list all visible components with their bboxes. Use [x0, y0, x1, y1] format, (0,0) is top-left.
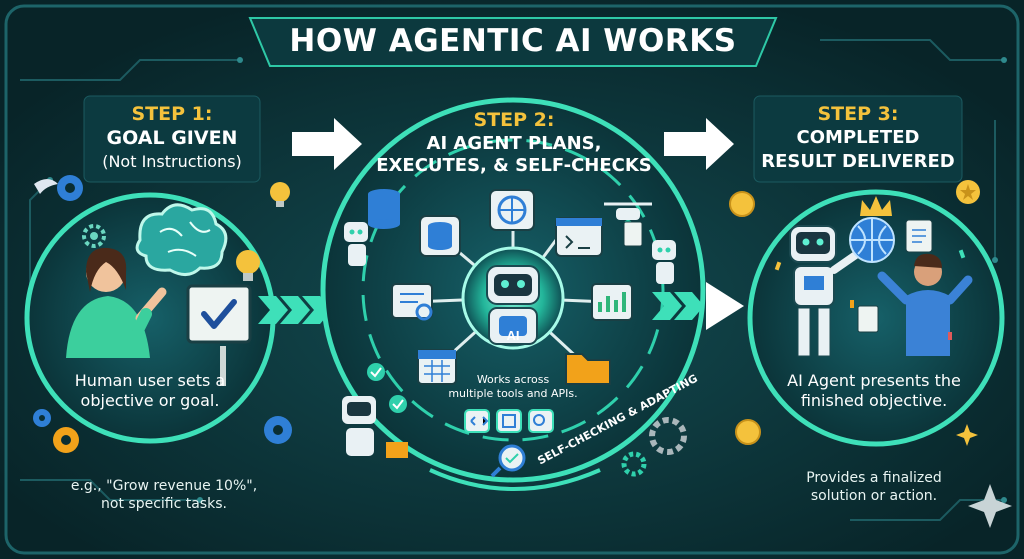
loop-arc-bottom	[429, 468, 601, 491]
step2-title-line1: AI AGENT PLANS,	[426, 133, 602, 154]
globe-icon	[849, 217, 895, 263]
step3-title-line2: RESULT DELIVERED	[761, 151, 955, 172]
person-celebrating-icon	[877, 253, 973, 356]
step1-caption-line1: Human user sets a	[74, 371, 226, 390]
document-icon	[857, 219, 933, 333]
circuit-traces	[20, 39, 1004, 521]
step3-heading: STEP 3:	[817, 103, 899, 125]
crown-icon	[860, 196, 892, 216]
chevrons-left	[258, 296, 332, 324]
step3-note-line1: Provides a finalized	[806, 470, 942, 486]
step1-subtitle: (Not Instructions)	[102, 152, 242, 171]
step1-caption-line2: objective or goal.	[80, 391, 220, 410]
brain-icon	[135, 203, 228, 276]
sparkle-icon	[968, 484, 1012, 528]
step3-caption-line1: AI Agent presents the	[787, 371, 961, 390]
mid-arrow-2	[706, 282, 744, 330]
confetti	[774, 249, 966, 340]
tool-badges	[464, 409, 554, 433]
page-title: HOW AGENTIC AI WORKS	[289, 23, 737, 59]
title-banner	[248, 17, 778, 67]
robot-icon	[342, 396, 408, 458]
step3-note-line2: solution or action.	[810, 488, 938, 504]
gear-icon	[33, 409, 292, 453]
center-robot-label: AI	[506, 328, 520, 343]
sparkle-icon	[956, 424, 978, 446]
robot-icon	[789, 225, 864, 357]
top-arrow-2	[664, 118, 734, 170]
step1-note-line1: e.g., "Grow revenue 10%",	[70, 478, 258, 494]
step1-label-box	[83, 95, 261, 183]
outer-frame	[4, 4, 1020, 555]
checkmark-sign-icon	[186, 284, 252, 386]
step3-label-box	[753, 95, 963, 183]
code-icon	[555, 217, 603, 257]
robot-icon	[652, 240, 676, 284]
gear-icon	[621, 417, 687, 477]
magnifier-icon	[490, 444, 526, 478]
step1-title: GOAL GIVEN	[106, 127, 238, 149]
robot-icon	[486, 265, 540, 345]
globe-icon	[489, 189, 535, 231]
star-icon	[956, 180, 980, 204]
tools-text-line1: Works across	[476, 373, 550, 386]
top-arrow-1	[292, 118, 362, 170]
chevrons-right	[652, 292, 704, 320]
step1-note-line2: not specific tasks.	[101, 496, 227, 512]
tools-text-line2: multiple tools and APIs.	[448, 387, 578, 400]
database-icon	[368, 189, 400, 229]
document-icon	[623, 221, 643, 247]
step3-caption-line2: finished objective.	[800, 391, 948, 410]
winged-gear-icon	[34, 175, 83, 201]
coin-icon	[729, 191, 761, 445]
chart-icon	[591, 283, 633, 321]
step2-title-line2: EXECUTES, & SELF-CHECKS	[376, 155, 652, 176]
checkmark-icon	[367, 363, 407, 413]
document-search-icon	[391, 283, 433, 321]
database-icon	[419, 215, 461, 257]
folder-icon	[565, 353, 611, 385]
robot-icon	[344, 222, 368, 266]
step2-heading: STEP 2:	[473, 109, 555, 131]
human-user-figure	[66, 247, 167, 358]
step1-heading: STEP 1:	[131, 103, 213, 125]
calendar-icon	[417, 349, 457, 385]
gear-icon	[82, 224, 106, 248]
process-loop-ring	[361, 138, 665, 442]
lightbulb-icon	[270, 182, 290, 207]
lightbulb-icon	[236, 250, 260, 281]
step3-title-line1: COMPLETED	[796, 127, 920, 148]
